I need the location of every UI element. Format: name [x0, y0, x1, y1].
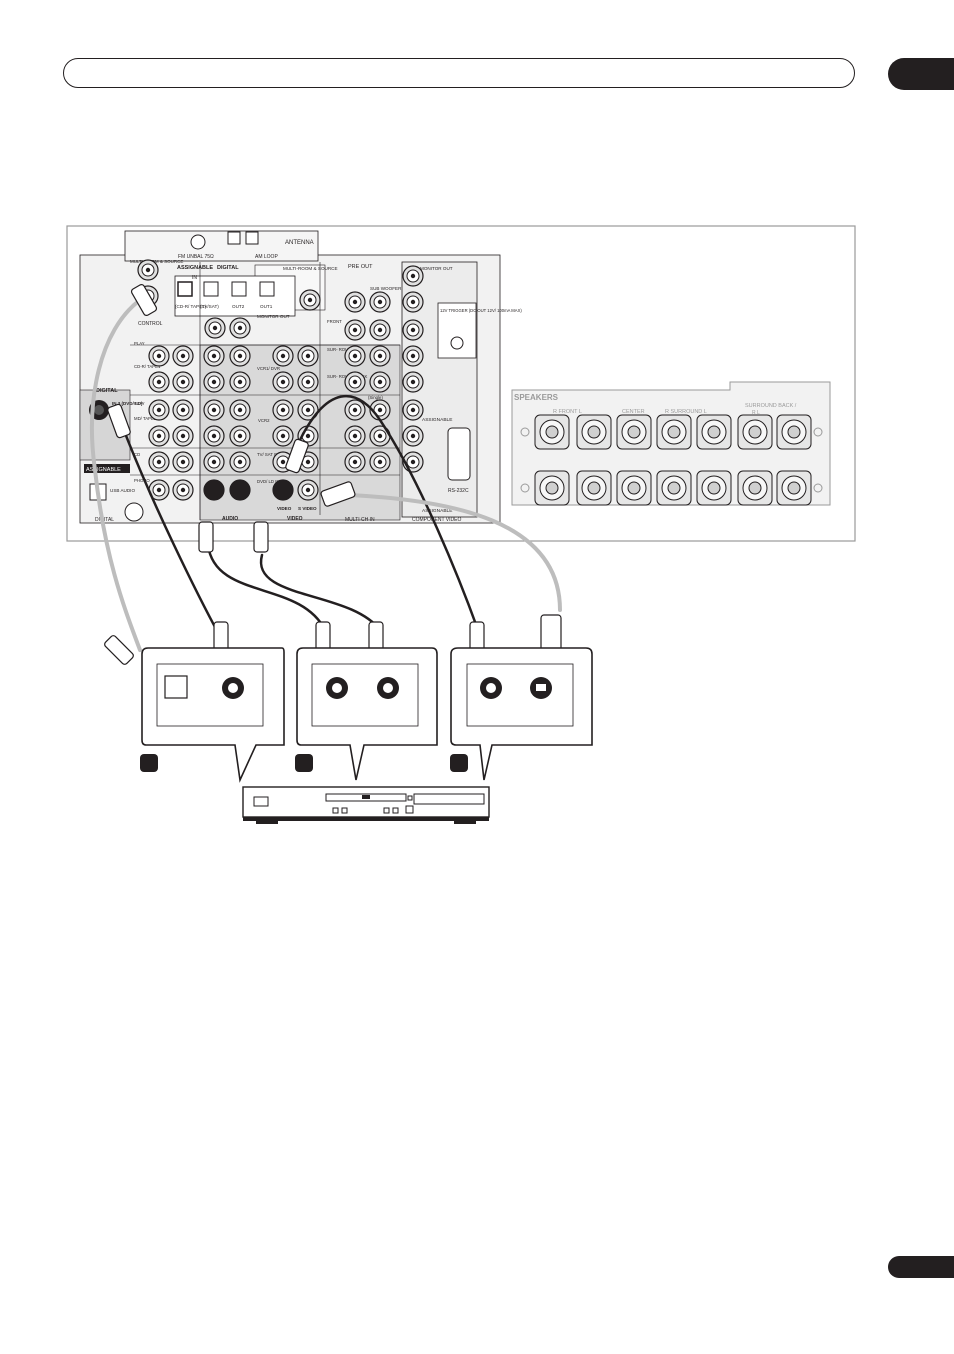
optical-in2-port	[203, 281, 219, 297]
cable-plugs	[104, 284, 562, 665]
fm-label: FM UNBAL 75Ω	[178, 254, 214, 260]
surround-label: SUR- ROUND	[327, 347, 354, 352]
optical-in1-port	[177, 281, 193, 297]
trigger-jack	[450, 336, 464, 350]
rs232c-label: RS-232C	[448, 488, 469, 494]
digital-left-label: DIGITAL	[96, 388, 118, 394]
speakers-center-label: CENTER	[622, 409, 645, 415]
monitor-out-label: MONITOR OUT	[257, 314, 290, 319]
multiroom-label: MULTI-ROOM & SOURCE	[130, 259, 183, 264]
ground-terminal	[124, 502, 144, 522]
tv-sat-in-label: TV/ SAT IN	[257, 452, 278, 457]
audio-l-in-jack	[230, 480, 250, 500]
dvd-player-illustration	[242, 786, 490, 824]
vcr2-label: VCR2	[258, 418, 270, 423]
digital-bottom-label: DIGITAL	[95, 517, 114, 523]
phono-label: PHONO	[134, 478, 150, 483]
callout-marker-1	[140, 754, 158, 772]
assignable-bottom-label: ASSIGNABLE	[422, 508, 452, 514]
optical-out2-port	[231, 281, 247, 297]
antenna-label: ANTENNA	[285, 240, 314, 246]
speakers-surround-back-label: SURROUND BACK /	[745, 403, 797, 409]
sub-woofer-label: SUB WOOFER	[370, 286, 402, 291]
digital-top-assignable: ASSIGNABLE	[177, 265, 213, 271]
cd-r-tape1-label: CD-R/ TAPE1	[134, 364, 161, 369]
audio-cable-l	[259, 553, 382, 632]
speakers-rl-label: R L	[752, 410, 760, 416]
vcr1-dvr-label: VCR1/ DVR	[257, 366, 280, 371]
video-cable	[298, 395, 480, 632]
header-bar	[63, 58, 855, 88]
control-label: CONTROL	[138, 321, 163, 327]
speaker-terminals-panel: SPEAKERS R FRONT L CENTER R SURROUND L S…	[511, 381, 831, 506]
video-jack-label: VIDEO	[277, 506, 292, 511]
assignable-right-label: ASSIGNABLE	[422, 417, 452, 423]
callout-marker-2	[295, 754, 313, 772]
callout-marker-3	[450, 754, 468, 772]
optical-cable	[90, 298, 142, 652]
digital-in3-label: IN 3 (DVD/ LD)	[112, 401, 143, 406]
s-video-cable	[348, 493, 562, 612]
audio-cable-r	[206, 543, 327, 632]
optical-out1-port	[259, 281, 275, 297]
coaxial-cable	[118, 418, 224, 642]
digital-top-label: DIGITAL	[217, 265, 239, 271]
cd-label: CD	[134, 452, 140, 457]
pre-out-label: PRE OUT	[348, 264, 373, 270]
page-number-tab	[888, 1256, 954, 1278]
s-video-label: S VIDEO	[298, 506, 317, 511]
cables	[90, 298, 562, 652]
am-terminal-1	[227, 231, 241, 245]
digital-out1-label: OUT1	[260, 304, 273, 309]
digital-out2-label: OUT2	[232, 304, 245, 309]
chapter-tab	[888, 58, 954, 90]
component-video-label: COMPONENT VIDEO	[412, 517, 461, 523]
device-connection-callouts	[140, 647, 593, 783]
player-optical-out	[164, 675, 188, 699]
digital-in2-label: (TV/SAT)	[200, 304, 219, 309]
speakers-surround-label: R SURROUND L	[665, 409, 707, 415]
front-label: FRONT	[327, 319, 342, 324]
single-label: (Single)	[368, 395, 383, 400]
audio-label: AUDIO	[222, 516, 238, 522]
trigger-label: 12V TRIGGER (DC OUT 12V/ 100mA MAX)	[440, 308, 522, 313]
video-bottom-label: VIDEO	[287, 516, 303, 522]
digital-left-assignable: ASSIGNABLE	[86, 467, 121, 473]
video-in-jack	[273, 480, 293, 500]
multi-ch-in-label: MULTI CH IN	[345, 517, 375, 523]
dvd-ld-in-label: DVD/ LD IN	[257, 479, 279, 484]
md-tape2-label: MD/ TAPE2	[134, 416, 157, 421]
play-label-1: PLAY	[134, 341, 145, 346]
digital-in-label: IN	[192, 275, 197, 281]
fm-antenna-jack	[190, 234, 206, 250]
am-terminal-2	[245, 231, 259, 245]
play-label-2: PLAY	[134, 401, 145, 406]
speakers-front-label: R FRONT L	[553, 409, 582, 415]
rs232c-port	[447, 427, 471, 481]
digital-in1-label: (CD-R/ TAPE1)	[175, 304, 207, 309]
audio-r-in-jack	[204, 480, 224, 500]
usb-audio-label: USB AUDIO	[110, 488, 135, 493]
monitor-out-right-label: MONITOR OUT	[420, 266, 453, 271]
am-label: AM LOOP	[255, 254, 278, 260]
speakers-label: SPEAKERS	[514, 393, 559, 402]
multiroom-source-label: MULTI-ROOM & SOURCE	[283, 266, 338, 271]
